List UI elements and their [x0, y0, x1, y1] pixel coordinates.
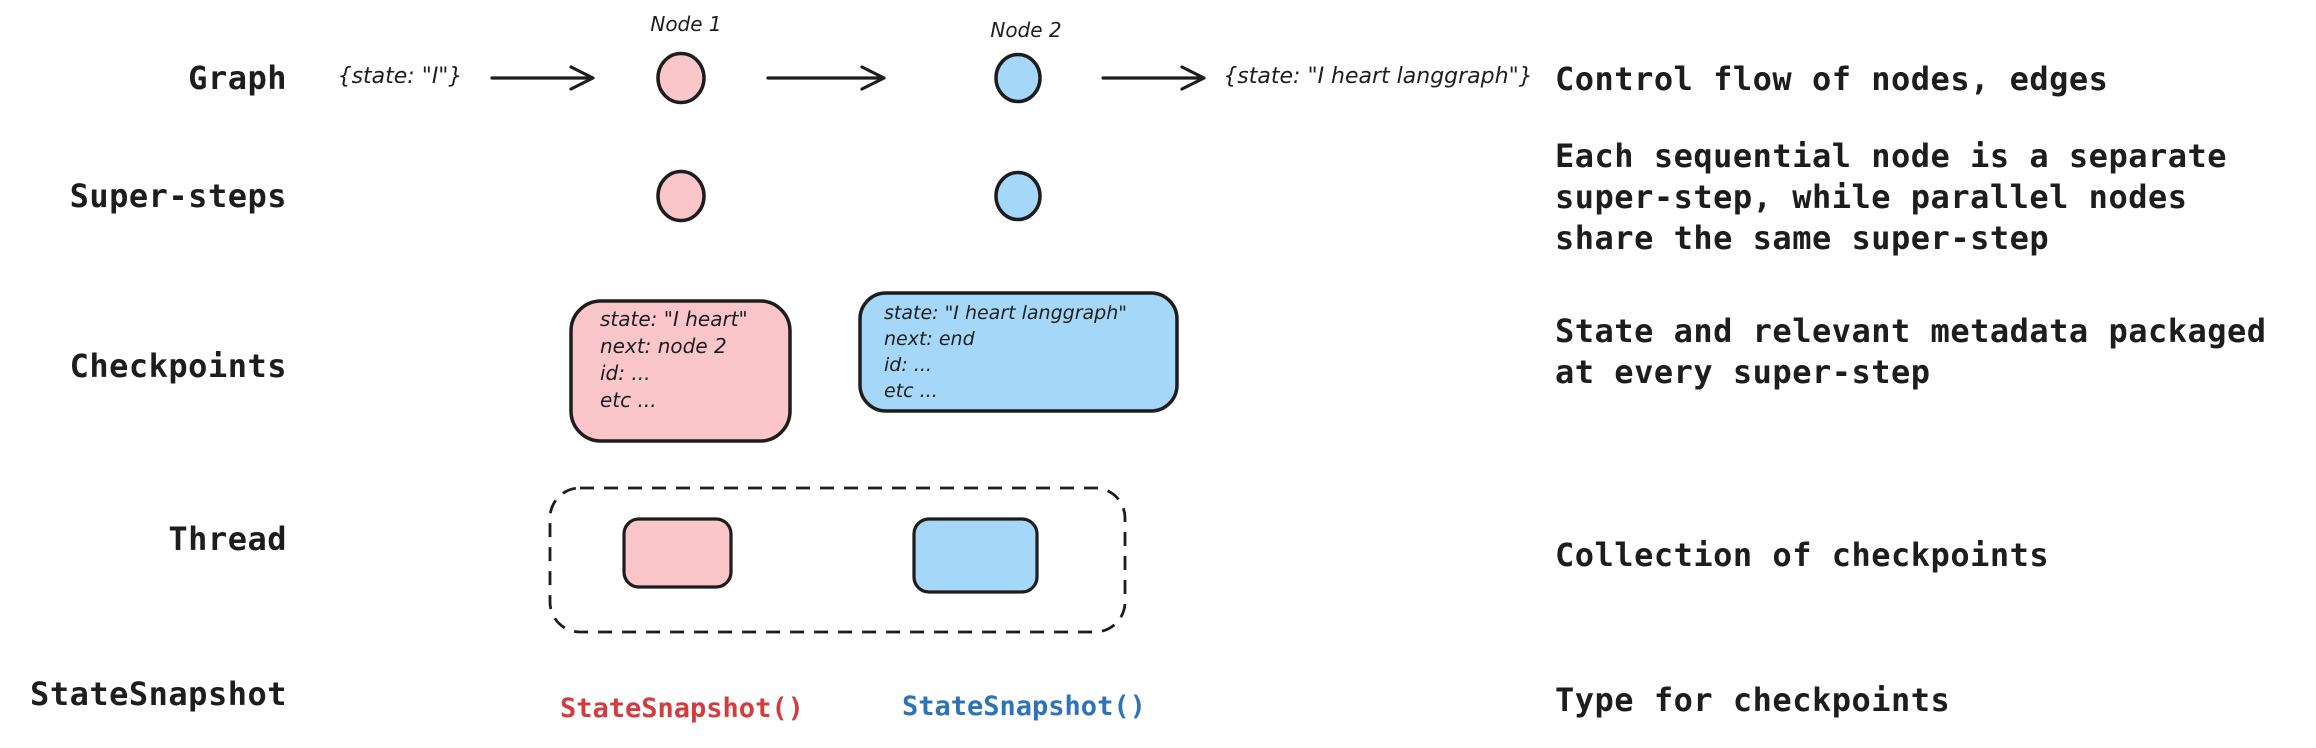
node1-label: Node 1 — [650, 12, 722, 36]
checkpoint-blue-line-next: next: end — [884, 328, 975, 350]
desc-checkpoints: State and relevant metadata packaged at … — [1555, 311, 2267, 393]
row-label-statesnapshot: StateSnapshot — [30, 675, 287, 713]
desc-thread: Collection of checkpoints — [1555, 536, 2050, 574]
arrow-node1-to-node2 — [766, 65, 886, 91]
checkpoint-pink-text: state: "I heart" next: node 2 id: ... et… — [600, 306, 748, 414]
checkpoint-blue-text: state: "I heart langgraph" next: end id:… — [884, 300, 1127, 404]
checkpoint-blue-box — [858, 291, 1179, 413]
desc-checkpoints-line2: at every super-step — [1555, 353, 1931, 391]
checkpoint-pink-line-id: id: ... — [600, 361, 651, 385]
checkpoint-pink-box — [569, 299, 792, 443]
arrow-input-to-node1 — [490, 65, 595, 91]
thread-pink-checkpoint — [622, 517, 733, 589]
superstep-node2-circle — [994, 170, 1042, 222]
thread-blue-checkpoint — [912, 517, 1039, 594]
statesnapshot-code-pink: StateSnapshot() — [560, 693, 804, 724]
checkpoint-blue-line-state: state: "I heart langgraph" — [884, 302, 1128, 324]
input-state-annotation: {state: "I"} — [337, 64, 463, 89]
output-state-annotation: {state: "I heart langgraph"} — [1223, 64, 1533, 89]
arrow-node2-to-output — [1101, 65, 1206, 91]
node2-label: Node 2 — [990, 18, 1062, 42]
superstep-node1-circle — [656, 169, 706, 223]
node1-circle — [656, 51, 706, 105]
row-label-thread: Thread — [168, 520, 287, 558]
desc-super-steps-line3: share the same super-step — [1555, 219, 2050, 257]
checkpoint-pink-line-state: state: "I heart" — [600, 307, 748, 331]
desc-statesnapshot: Type for checkpoints — [1555, 681, 1951, 719]
desc-super-steps-line1: Each sequential node is a separate — [1555, 137, 2228, 175]
desc-checkpoints-line1: State and relevant metadata packaged — [1555, 312, 2267, 350]
node2-circle — [994, 52, 1042, 104]
row-label-checkpoints: Checkpoints — [69, 347, 287, 385]
checkpoint-pink-line-next: next: node 2 — [600, 334, 727, 358]
checkpoint-blue-line-etc: etc ... — [884, 380, 938, 402]
desc-graph: Control flow of nodes, edges — [1555, 60, 2109, 98]
statesnapshot-code-blue: StateSnapshot() — [902, 691, 1146, 722]
row-label-graph: Graph — [188, 59, 287, 97]
checkpoint-pink-line-etc: etc ... — [600, 388, 657, 412]
checkpoint-blue-line-id: id: ... — [884, 354, 932, 376]
thread-dashed-box — [548, 486, 1127, 634]
desc-super-steps-line2: super-step, while parallel nodes — [1555, 178, 2188, 216]
desc-super-steps: Each sequential node is a separate super… — [1555, 136, 2227, 259]
row-label-super-steps: Super-steps — [69, 177, 287, 215]
